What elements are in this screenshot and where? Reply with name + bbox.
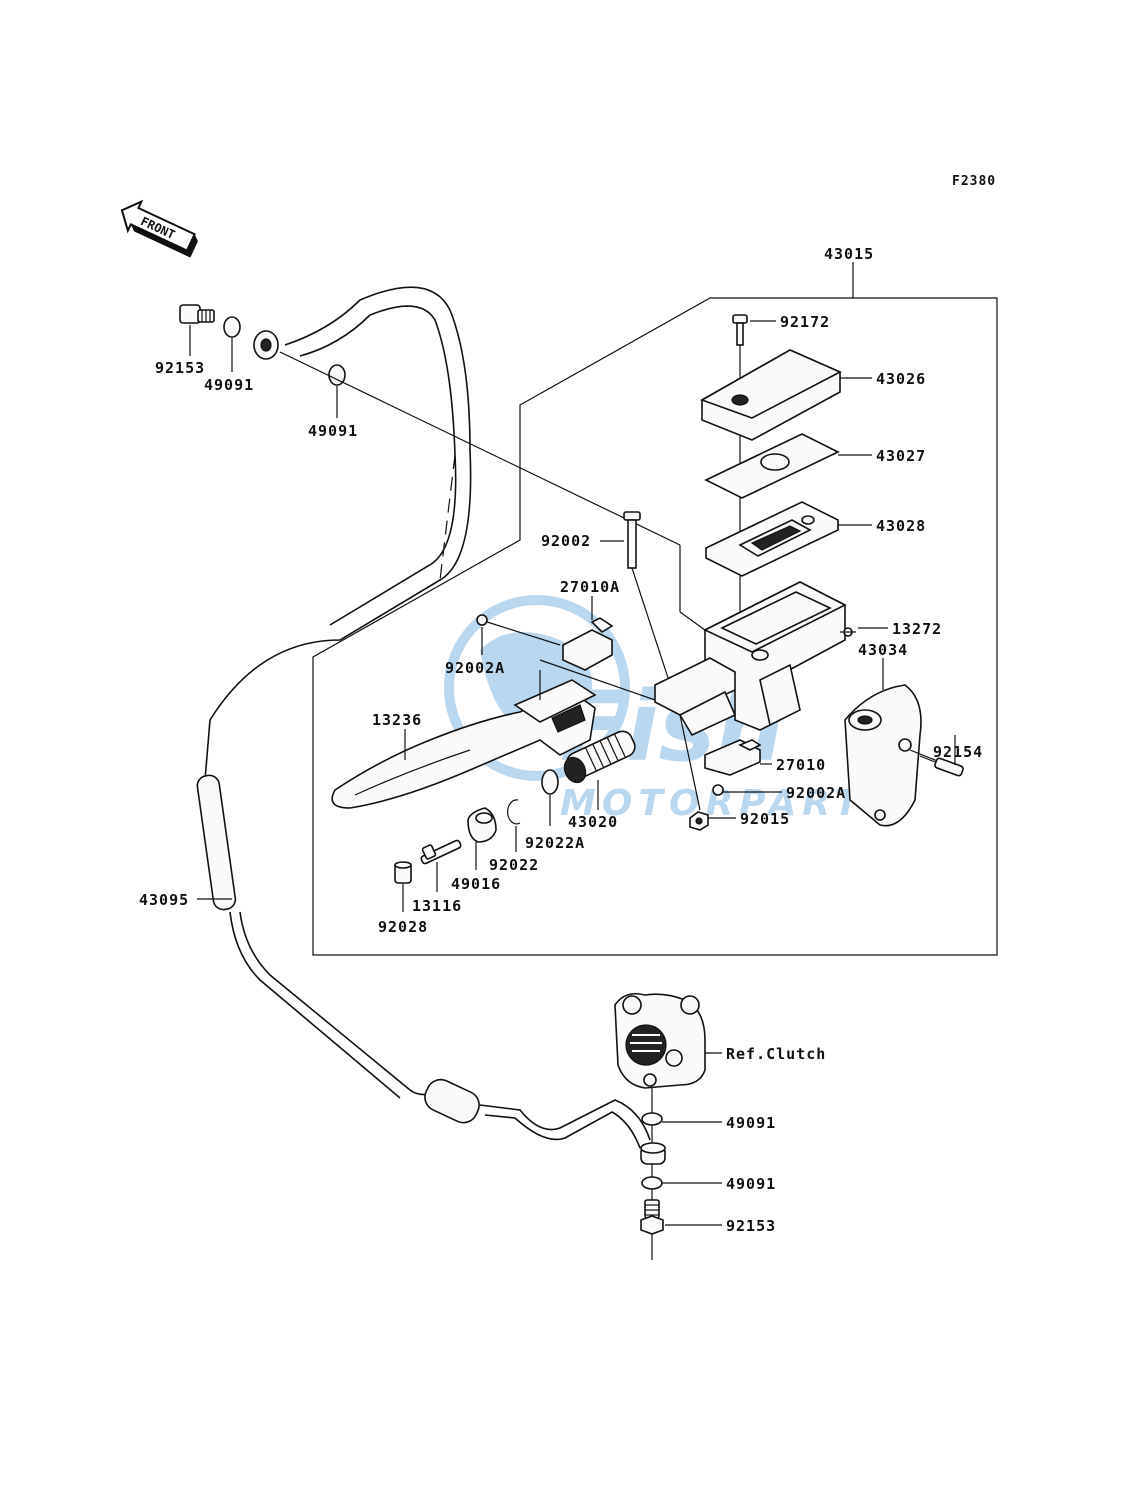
part-43026-reservoir-cap [700,349,842,441]
label-92172: 92172 [780,313,830,331]
watermark-sub: MOTORPARTS [560,783,897,824]
part-92154-bolt [909,749,964,777]
label-92154: 92154 [933,743,983,761]
label-92015: 92015 [740,810,790,828]
label-92002A-top: 92002A [445,659,505,677]
label-92002: 92002 [541,532,591,550]
part-92153-top [179,304,215,324]
label-43027: 43027 [876,447,926,465]
label-92153-top: 92153 [155,359,205,377]
lever-bracket [654,657,737,737]
label-92002A-low: 92002A [786,784,846,802]
part-43028-diaphragm [705,501,839,577]
part-49091-b2 [641,1176,663,1190]
label-43095: 43095 [139,891,189,909]
part-92002A-top-screw [476,614,561,646]
master-cylinder-body [703,581,847,731]
label-13116: 13116 [412,897,462,915]
label-49091-mid: 49091 [308,422,358,440]
part-49016-boot [467,807,497,843]
label-ref-clutch: Ref.Clutch [726,1045,826,1063]
hose-grommet [424,1078,480,1124]
part-92028-cap [394,861,412,884]
label-27010A: 27010A [560,578,620,596]
part-43034-clamp [844,684,922,827]
banjo-fitting-bottom [640,1142,666,1165]
hose-sleeve [196,774,237,911]
part-49091-b1 [641,1112,663,1126]
label-27010: 27010 [776,756,826,774]
part-13272 [840,627,856,637]
label-43020: 43020 [568,813,618,831]
label-92153-bottom: 92153 [726,1217,776,1235]
part-13236-lever [331,679,597,809]
label-49016: 49016 [451,875,501,893]
label-49091-b1: 49091 [726,1114,776,1132]
label-92022: 92022 [489,856,539,874]
part-92002A-low-screw [712,784,724,796]
label-13272: 13272 [892,620,942,638]
part-13116-pushrod [420,839,462,865]
front-arrow-icon: FRONT [120,199,198,258]
part-92022A-washer [541,769,559,795]
label-43034: 43034 [858,641,908,659]
label-43028: 43028 [876,517,926,535]
label-49091-b2: 49091 [726,1175,776,1193]
part-92153-bottom [640,1199,664,1235]
label-13236: 13236 [372,711,422,729]
part-49091-top [223,316,241,338]
figure-code: F2380 [952,174,996,189]
label-92028: 92028 [378,918,428,936]
clutch-reference-part [614,992,706,1089]
label-49091-top: 49091 [204,376,254,394]
label-43026: 43026 [876,370,926,388]
watermark-globe-icon [444,595,630,781]
part-27010-switch [704,739,762,776]
label-92022A: 92022A [525,834,585,852]
clutch-hose [196,286,651,1149]
assembly-outline [312,297,998,956]
part-92022-circlip [507,799,521,825]
part-43027-plate [704,433,840,499]
part-43020-piston [563,730,636,784]
part-27010A-switch [562,617,614,671]
label-43015: 43015 [824,245,874,263]
part-92172 [732,314,748,346]
part-92002-pin [623,511,641,569]
part-92015-nut [689,811,709,831]
